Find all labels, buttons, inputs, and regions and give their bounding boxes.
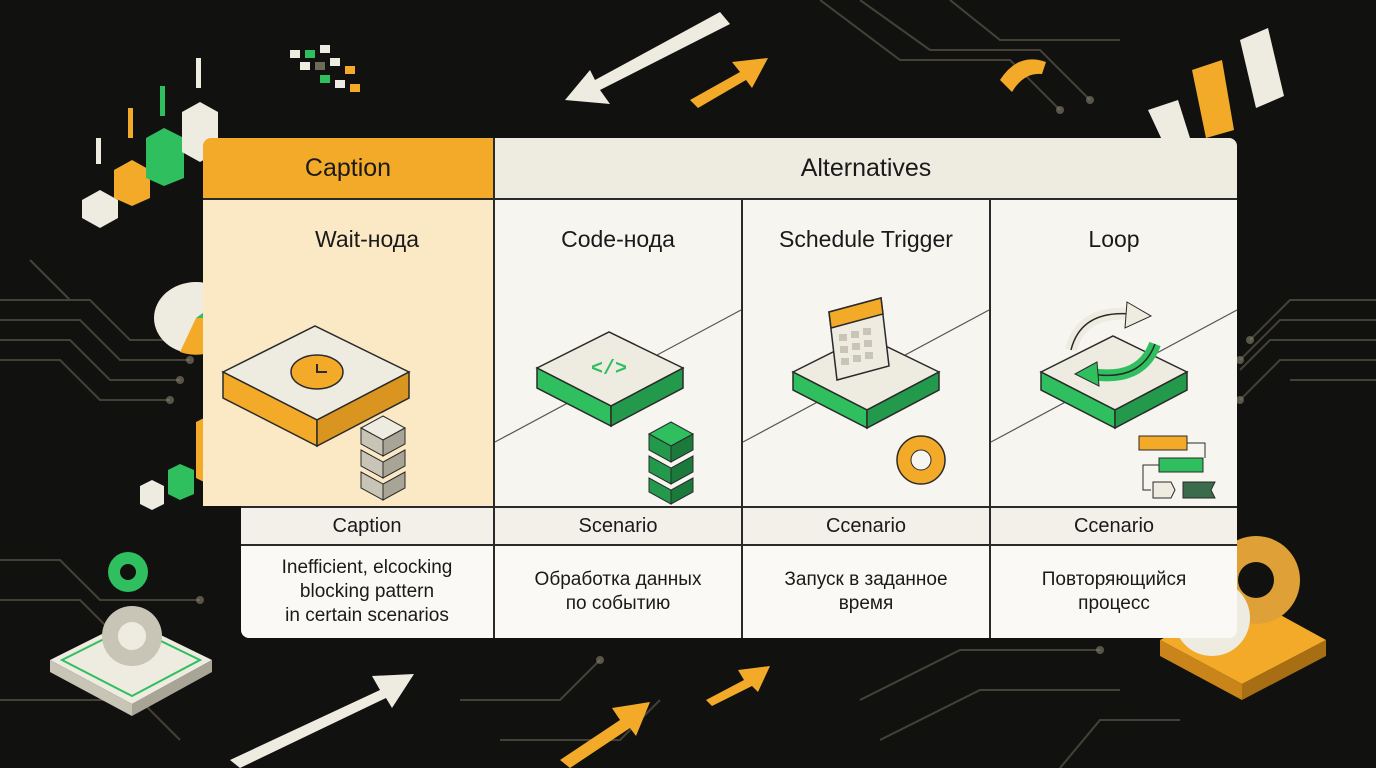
row-description-wait-node: Inefficient, elcocking blocking pattern … xyxy=(241,546,493,638)
row-label-schedule-trigger: Ccenario xyxy=(741,506,989,546)
description-line: Inefficient, elcocking xyxy=(281,557,453,578)
column-code-node: Code-нода </> xyxy=(493,200,742,506)
header-caption: Caption xyxy=(203,138,493,200)
description-line: Повторяющийся xyxy=(1041,569,1187,590)
description-line: по событию xyxy=(565,593,671,614)
column-title: Loop xyxy=(1088,226,1140,252)
row-description-schedule-trigger: Запуск в заданное время xyxy=(741,546,989,638)
row-description-loop: Повторяющийся процесс xyxy=(989,546,1237,638)
calendar-icon xyxy=(743,297,990,485)
column-loop: Loop xyxy=(989,200,1238,506)
column-title: Schedule Trigger xyxy=(779,226,953,252)
row-label-wait-node: Caption xyxy=(241,506,493,546)
description-line: Обработка данных xyxy=(534,569,702,590)
description-line: in certain scenarios xyxy=(285,605,449,626)
svg-text:</>: </> xyxy=(591,358,627,381)
description-line: время xyxy=(838,593,894,614)
clock-icon xyxy=(221,325,411,501)
row-description-code-node: Обработка данных по событию xyxy=(493,546,741,638)
column-title: Code-нода xyxy=(561,226,675,252)
description-line: процесс xyxy=(1078,593,1150,614)
header-alternatives: Alternatives xyxy=(493,138,1237,200)
loop-arrows-icon xyxy=(991,301,1238,499)
column-wait-node: Wait-нода xyxy=(203,200,493,506)
row-label-code-node: Scenario xyxy=(493,506,741,546)
comparison-table: Caption Alternatives Wait-нода Code-нода xyxy=(203,138,1238,638)
description-line: Запуск в заданное xyxy=(784,569,948,590)
column-schedule-trigger: Schedule Trigger xyxy=(741,200,990,506)
column-title: Wait-нода xyxy=(314,226,419,252)
row-label-loop: Ccenario xyxy=(989,506,1237,546)
description-line: blocking pattern xyxy=(299,581,435,602)
code-icon: </> xyxy=(495,309,742,505)
